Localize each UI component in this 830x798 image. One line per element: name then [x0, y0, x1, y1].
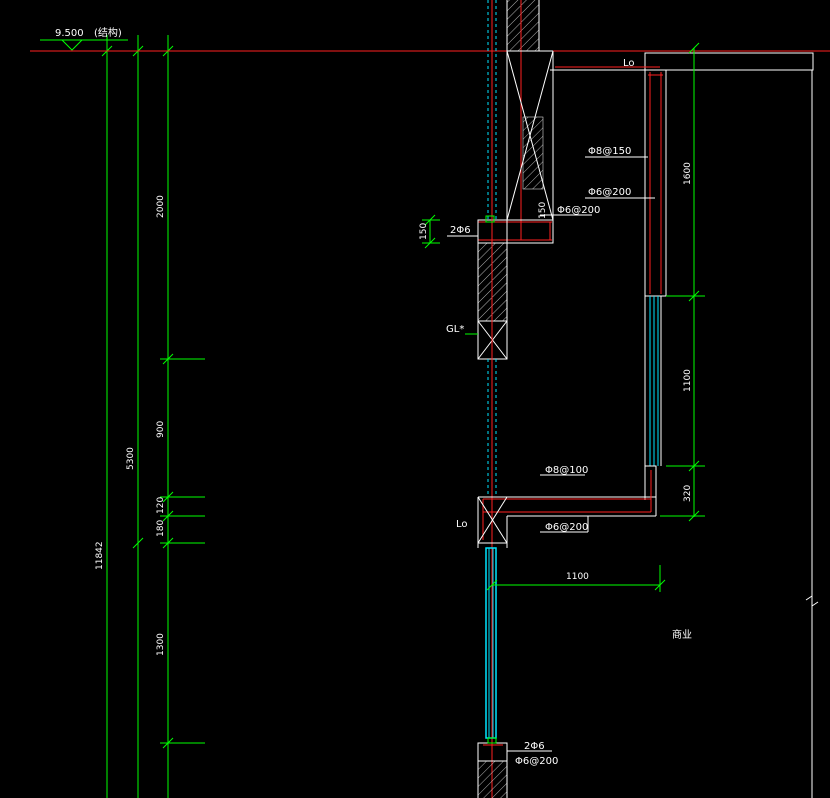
label-2phi6-bottom: 2Φ6 — [524, 741, 545, 752]
label-lo-top: Lo — [623, 58, 635, 69]
dim-1600: 1600 — [683, 162, 693, 185]
dim-150-left-text: 150 — [419, 223, 429, 240]
label-2phi6-top: 2Φ6 — [450, 225, 471, 236]
dim-horizontal-1100: 1100 — [486, 565, 666, 592]
top-slab: Lo — [550, 52, 814, 71]
dim-11842: 11842 — [95, 541, 105, 570]
break-symbol — [805, 595, 819, 607]
main-wall: GL* — [446, 0, 508, 798]
lower-window — [477, 543, 508, 739]
dim-1300: 1300 — [156, 633, 166, 656]
lower-slab: Lo — [456, 465, 657, 544]
label-phi6-200-top: Φ6@200 — [588, 187, 631, 198]
room-label: 商业 — [672, 628, 692, 641]
label-phi6-200-bottom: Φ6@200 — [515, 756, 558, 767]
label-phi8-100: Φ8@100 — [545, 465, 588, 476]
level-note: (结构) — [94, 26, 122, 39]
dim-5300: 5300 — [126, 447, 136, 470]
dim-120: 120 — [156, 497, 166, 514]
dim-320: 320 — [683, 485, 693, 502]
level-marker: 9.500 (结构) — [40, 26, 128, 51]
dim-2000: 2000 — [156, 195, 166, 218]
dim-180: 180 — [156, 520, 166, 537]
dim-150-left: 150 — [419, 214, 440, 249]
dim-900: 900 — [156, 421, 166, 438]
label-lo-bottom: Lo — [456, 519, 468, 530]
level-elevation: 9.500 — [55, 28, 84, 39]
label-phi8-150: Φ8@150 — [588, 146, 631, 157]
dim-1100-vertical: 1100 — [683, 369, 693, 392]
marker-green — [485, 215, 495, 223]
dim-1100-horizontal: 1100 — [566, 572, 589, 582]
marker-green-2 — [487, 737, 497, 744]
rebar-annotations: Φ8@150 Φ6@200 Φ6@200 2Φ6 Φ8@100 Φ6@200 2… — [447, 146, 655, 767]
left-dimension-chain — [101, 35, 205, 798]
upper-wall — [478, 0, 554, 244]
label-gl: GL* — [446, 324, 464, 335]
right-parapet: 1600 1100 320 — [644, 42, 705, 522]
label-phi6-200-low: Φ6@200 — [545, 522, 588, 533]
dim-150-inner: 150 — [538, 202, 548, 219]
label-phi6-200-mid: Φ6@200 — [557, 205, 600, 216]
